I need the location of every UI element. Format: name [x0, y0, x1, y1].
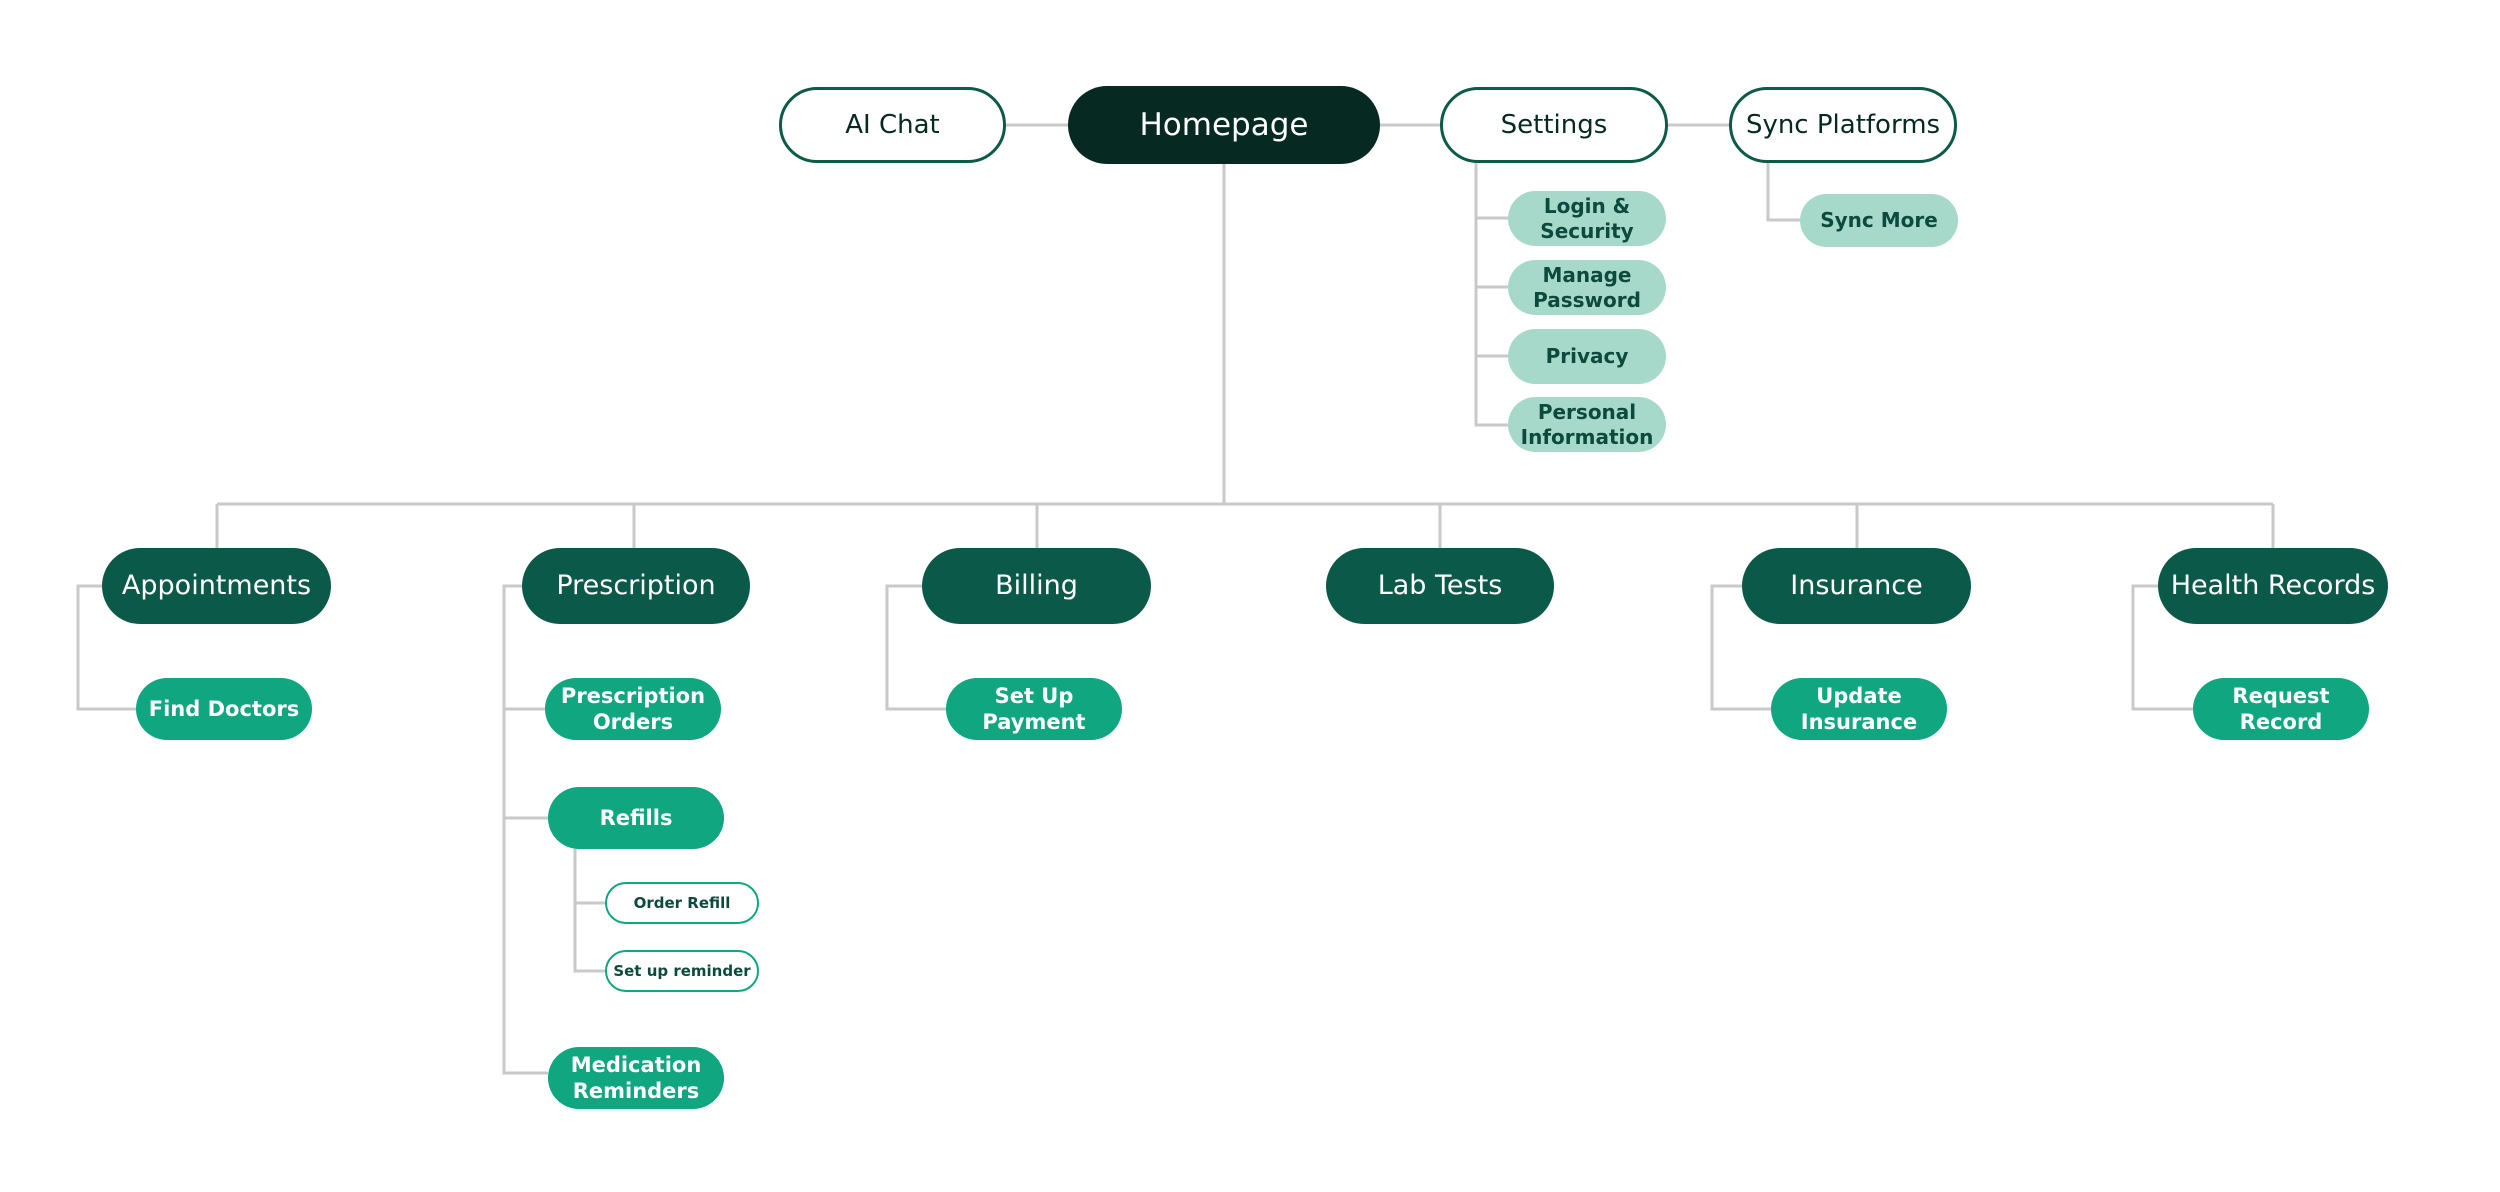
ai-chat-node: AI Chat	[779, 87, 1006, 163]
section-lab-tests: Lab Tests	[1326, 548, 1554, 624]
item-set-up-reminder: Set up reminder	[605, 950, 759, 992]
item-medication-reminders: Medication Reminders	[548, 1047, 724, 1109]
settings-item-privacy: Privacy	[1508, 329, 1666, 384]
settings-item-manage-password: Manage Password	[1508, 260, 1666, 315]
settings-item-login-security: Login & Security	[1508, 191, 1666, 246]
section-health-records: Health Records	[2158, 548, 2388, 624]
settings-item-personal-information: Personal Information	[1508, 397, 1666, 452]
section-billing: Billing	[922, 548, 1151, 624]
connector-sync-children	[1766, 163, 1800, 222]
sync-item-sync-more: Sync More	[1800, 194, 1958, 247]
homepage-node: Homepage	[1068, 86, 1380, 164]
connector-settings-children	[1474, 163, 1508, 427]
connector-prescription-children	[502, 584, 548, 1075]
section-appointments: Appointments	[102, 548, 331, 624]
item-set-up-payment: Set Up Payment	[946, 678, 1122, 740]
item-refills: Refills	[548, 787, 724, 849]
section-insurance: Insurance	[1742, 548, 1971, 624]
connector-insurance-children	[1710, 584, 1771, 711]
settings-node: Settings	[1440, 87, 1668, 163]
item-order-refill: Order Refill	[605, 882, 759, 924]
connector-billing-children	[885, 584, 946, 711]
item-update-insurance: Update Insurance	[1771, 678, 1947, 740]
connector-appointments-children	[76, 584, 136, 711]
section-prescription: Prescription	[522, 548, 750, 624]
item-prescription-orders: Prescription Orders	[545, 678, 721, 740]
item-find-doctors: Find Doctors	[136, 678, 312, 740]
connector-refills-children	[573, 849, 605, 973]
connector-healthrecords-children	[2131, 584, 2193, 711]
sync-platforms-node: Sync Platforms	[1729, 87, 1957, 163]
item-request-record: Request Record	[2193, 678, 2369, 740]
